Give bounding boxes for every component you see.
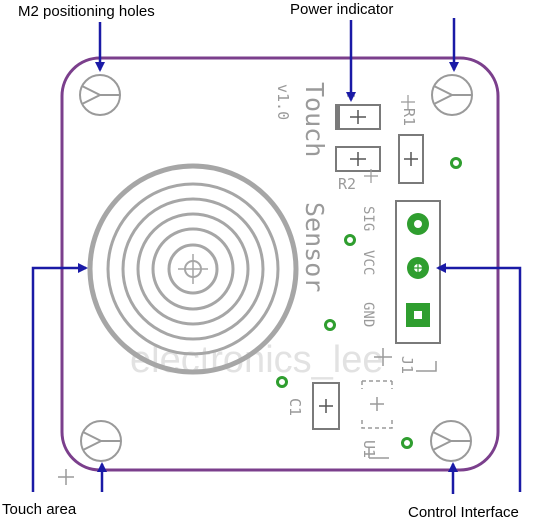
power-led (335, 92, 381, 130)
silk-r2: R2 (338, 175, 356, 193)
mounting-hole-top-left (79, 74, 121, 116)
mounting-hole-top-right (431, 74, 473, 116)
silk-u1: U1 (360, 440, 378, 458)
silk-version-group: v1.0 (274, 84, 292, 120)
silk-j1: J1 (398, 356, 416, 374)
silk-r1-group: R1 (400, 108, 418, 126)
silk-pin-labels: SIG VCC GND (360, 206, 376, 327)
watermark: electronics_lee (130, 339, 383, 381)
silk-title: Touch Sensor (300, 82, 329, 292)
silk-r1: R1 (400, 108, 418, 126)
arrow-touch-area (31, 263, 88, 492)
mounting-hole-bottom-right (430, 420, 472, 462)
callout-touch-area: Touch area (2, 501, 77, 518)
capacitor-c1 (312, 382, 340, 430)
silk-c1-group: C1 (286, 398, 304, 416)
silk-version: v1.0 (274, 84, 292, 120)
connector-j1 (395, 200, 441, 344)
via (276, 157, 462, 449)
resistor-r1 (398, 95, 424, 184)
silk-pin-sig: SIG (360, 206, 376, 231)
silk-u1-group: U1 (360, 440, 378, 458)
callout-control-interface: Control Interface (408, 504, 519, 521)
silk-pin-gnd: GND (360, 302, 376, 327)
touch-pad (87, 163, 299, 375)
crosshair-marker (58, 469, 74, 485)
silk-pin-vcc: VCC (360, 250, 376, 275)
resistor-r2: R2 (335, 146, 381, 193)
pcb-outline (60, 56, 500, 472)
silk-title-touch: Touch (300, 82, 329, 157)
callout-m2-holes: M2 positioning holes (18, 3, 155, 20)
mounting-hole-bottom-left (80, 420, 122, 462)
crosshair-marker (374, 348, 392, 366)
ic-u1 (361, 380, 393, 459)
silk-j1-group: J1 (398, 356, 416, 374)
silk-title-sensor: Sensor (300, 202, 329, 292)
arrow-control-interface (436, 263, 522, 492)
callout-power-indicator: Power indicator (290, 1, 393, 18)
silk-c1: C1 (286, 398, 304, 416)
